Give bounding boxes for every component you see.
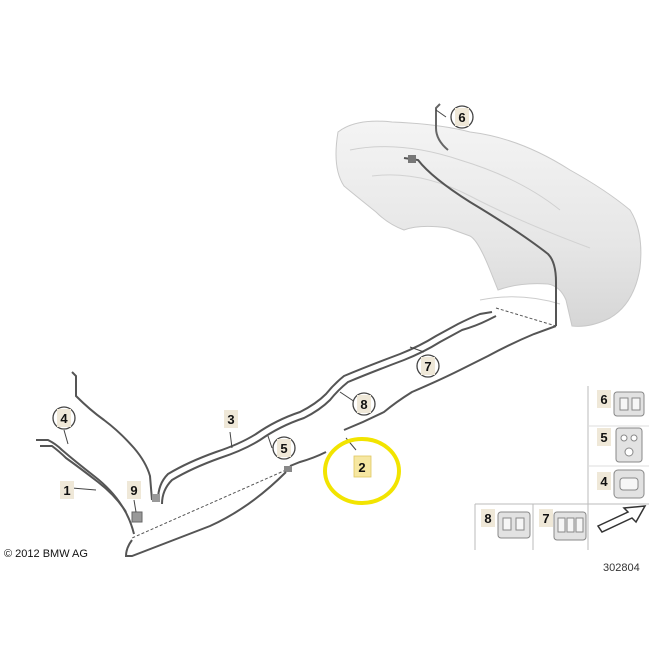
fuel-line-lower — [124, 451, 327, 557]
legend-5-label: 5 — [600, 430, 607, 445]
copyright-notice: © 2012 BMW AG — [4, 548, 88, 560]
callout-2-label: 2 — [358, 460, 365, 475]
highlight-ring — [323, 437, 401, 505]
callout-8-label: 8 — [360, 397, 367, 412]
clip-7-icon — [553, 511, 587, 541]
callout-1-label: 1 — [63, 483, 70, 498]
callout-3[interactable]: 3 — [224, 410, 238, 428]
callout-7-label: 7 — [424, 359, 431, 374]
fuel-line-left — [36, 371, 160, 535]
callout-9[interactable]: 9 — [127, 481, 141, 499]
callout-1[interactable]: 1 — [60, 481, 74, 499]
callout-4-label: 4 — [60, 411, 68, 426]
callout-6-label: 6 — [458, 110, 465, 125]
fuel-line-6 — [403, 103, 557, 326]
legend-item-5[interactable]: 5 — [597, 427, 643, 463]
fuel-tank — [335, 120, 642, 327]
legend-item-6[interactable]: 6 — [597, 390, 645, 417]
callout-3-label: 3 — [227, 412, 234, 427]
leader-lines — [63, 109, 447, 513]
callout-9-label: 9 — [130, 483, 137, 498]
callout-7[interactable]: 7 — [416, 354, 440, 378]
diagram-number: 302804 — [603, 562, 640, 574]
arrow-icon — [596, 505, 647, 533]
clip-8-icon — [497, 511, 531, 539]
callout-2[interactable]: 2 — [353, 455, 372, 478]
legend-item-4[interactable]: 4 — [597, 469, 645, 499]
callout-6[interactable]: 6 — [450, 105, 474, 129]
callout-5-label: 5 — [280, 441, 287, 456]
legend-8-label: 8 — [484, 511, 491, 526]
clip-5-icon — [615, 427, 643, 463]
legend-panel: 6 5 4 8 — [474, 386, 649, 550]
clip-6-icon — [613, 391, 645, 417]
legend-item-7[interactable]: 7 — [539, 509, 587, 541]
callout-4[interactable]: 4 — [52, 406, 76, 430]
legend-6-label: 6 — [600, 392, 607, 407]
clip-4-icon — [613, 469, 645, 499]
fuel-line-main — [157, 307, 557, 505]
callout-5[interactable]: 5 — [272, 436, 296, 460]
legend-item-8[interactable]: 8 — [481, 509, 531, 539]
legend-4-label: 4 — [600, 474, 608, 489]
callout-8[interactable]: 8 — [352, 392, 376, 416]
legend-7-label: 7 — [542, 511, 549, 526]
